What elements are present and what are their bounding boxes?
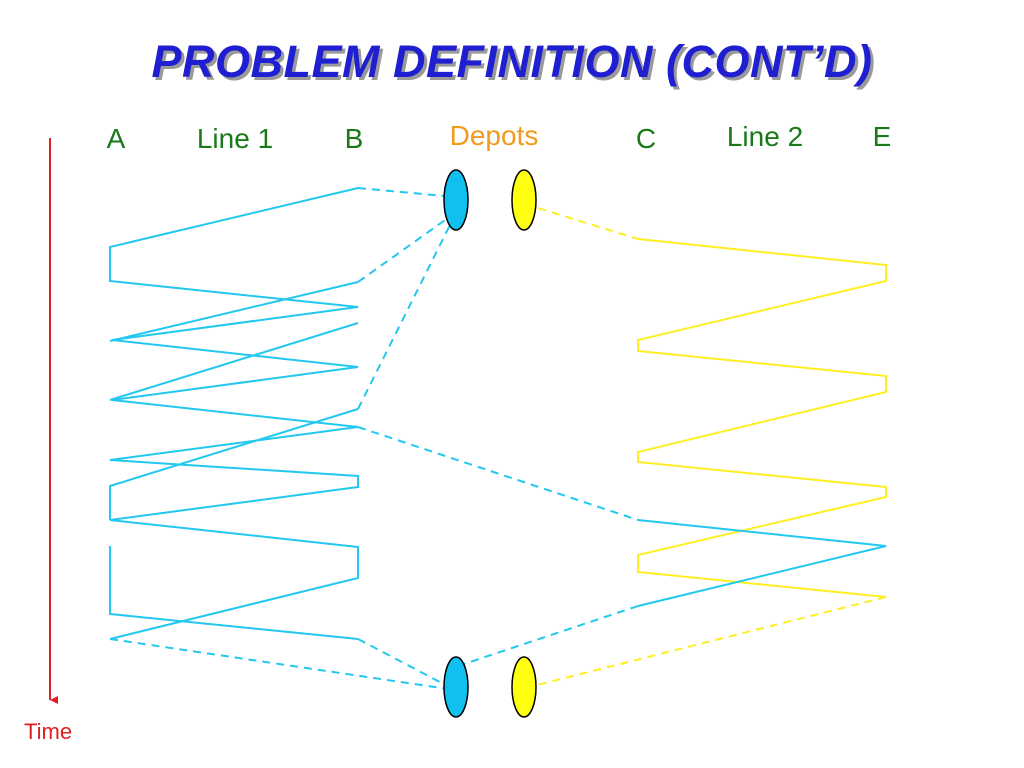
terminal-b-label: B — [344, 123, 364, 154]
terminal-a-label: A — [106, 123, 126, 154]
line-2-deadhead-dashes — [524, 203, 887, 689]
depots-label: Depots — [449, 120, 539, 151]
depot-yellow-bottom — [511, 656, 537, 718]
line-2-trip-path — [637, 238, 887, 598]
line-1-trip-path — [109, 546, 359, 640]
depot-blue-bottom — [443, 656, 469, 718]
line-1-trip-path — [109, 322, 359, 401]
depot-blue-top — [443, 169, 469, 231]
line-1-trip-path — [109, 281, 359, 342]
line-2-cross-trip-path — [637, 519, 887, 607]
terminal-c-label: C — [635, 123, 657, 154]
line-2-label: Line 2 — [726, 121, 804, 152]
slide-title: PROBLEM DEFINITION (CONT’D) — [151, 36, 873, 87]
time-axis-label: Time — [24, 719, 73, 744]
line-1-deadhead-dashes — [109, 187, 639, 691]
depot-yellow-top — [511, 169, 537, 231]
terminal-e-label: E — [872, 121, 892, 152]
line-1-trip-path — [109, 187, 359, 640]
line-1-label: Line 1 — [196, 123, 274, 154]
